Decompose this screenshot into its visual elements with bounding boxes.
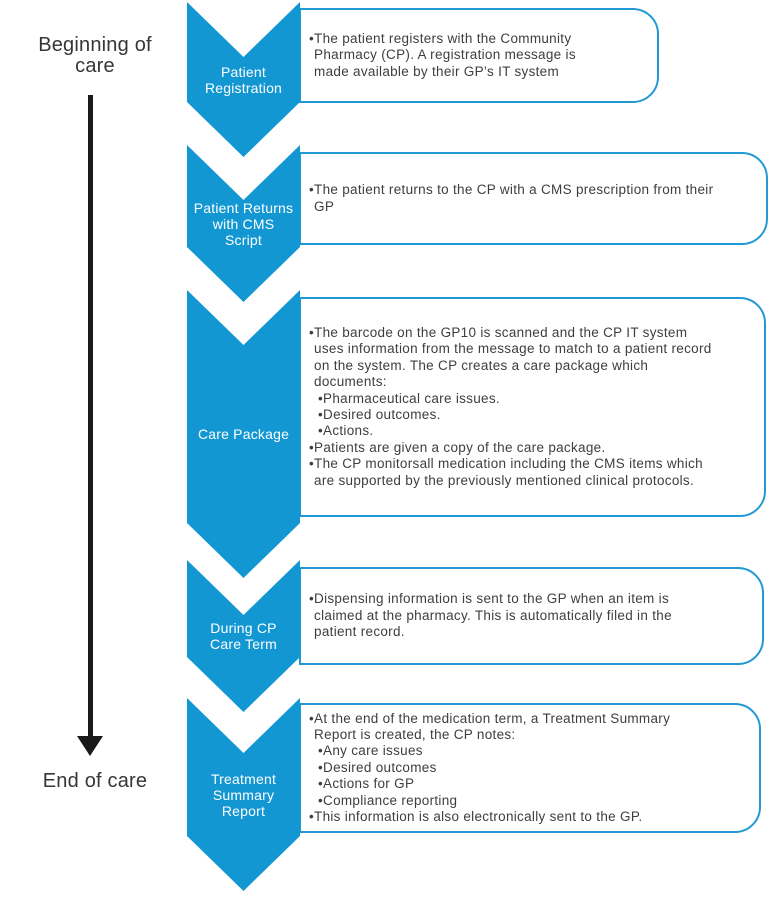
step-label-during-cp-care-term: During CP Care Term — [187, 560, 300, 712]
step-label-line: Patient — [221, 63, 266, 80]
bullet-icon: • — [318, 743, 324, 759]
bullet-item: •This information is also electronically… — [309, 809, 643, 825]
bullet-icon: • — [318, 776, 324, 792]
down-arrow-icon — [77, 736, 103, 756]
step-detail-box-patient-registration: •The patient registers with the Communit… — [299, 8, 659, 103]
step-label-line: Treatment — [210, 770, 277, 787]
bullet-icon: • — [309, 30, 315, 46]
bullet-icon: • — [309, 324, 315, 340]
step-label-line: with CMS — [212, 215, 275, 232]
beginning-of-care-label: Beginning of care — [38, 34, 152, 77]
step-detail-box-treatment-summary-report: •At the end of the medication term, a Tr… — [299, 703, 761, 833]
bullet-item: •Actions for GP — [318, 776, 415, 792]
bullet-item: •Any care issues — [318, 743, 423, 759]
bullet-item: •The patient returns to the CP with a CM… — [309, 182, 714, 214]
bullet-item: •Pharmaceutical care issues. — [318, 390, 500, 406]
bullet-item: •The barcode on the GP10 is scanned and … — [309, 324, 712, 390]
chevron-shape-treatment-summary-report — [187, 698, 300, 891]
chevron-shape-patient-registration — [187, 2, 300, 157]
bullet-item: •Compliance reporting — [318, 792, 458, 808]
bullet-icon: • — [309, 182, 315, 198]
step-label-patient-returns: Patient Returns with CMS Script — [187, 145, 300, 302]
bullet-icon: • — [318, 390, 324, 406]
step-detail-box-during-cp-care-term: •Dispensing information is sent to the G… — [299, 567, 764, 665]
step-label-patient-registration: Patient Registration — [187, 2, 300, 157]
bullet-item: •At the end of the medication term, a Tr… — [309, 710, 671, 742]
step-label-line: Patient Returns — [193, 199, 294, 216]
step-label-treatment-summary-report: Treatment Summary Report — [187, 698, 300, 891]
step-label-care-package: Care Package — [187, 290, 300, 578]
chevron-shape-care-package — [187, 290, 300, 578]
bullet-item: •The CP monitorsall medication including… — [309, 456, 703, 488]
bullet-item: •Actions. — [318, 423, 374, 439]
chevron-shape-patient-returns — [187, 145, 300, 302]
step-label-line: Script — [225, 231, 262, 248]
step-label-line: Report — [221, 802, 266, 819]
bullet-icon: • — [318, 423, 324, 439]
bullet-icon: • — [318, 407, 324, 422]
timeline-arrow-line — [88, 95, 93, 737]
bullet-icon: • — [309, 591, 315, 607]
bullet-icon: • — [309, 456, 315, 472]
step-label-line: During CP — [210, 620, 277, 636]
bullet-icon: • — [318, 759, 324, 775]
step-detail-box-care-package: •The barcode on the GP10 is scanned and … — [299, 297, 766, 517]
bullet-item: •Desired outcomes. — [318, 407, 441, 422]
bullet-item: •Dispensing information is sent to the G… — [309, 591, 672, 640]
end-of-care-label: End of care — [42, 770, 148, 792]
step-label-line: Care Term — [210, 636, 277, 652]
step-detail-box-patient-returns: •The patient returns to the CP with a CM… — [299, 152, 768, 245]
step-label-line: Registration — [204, 79, 283, 96]
chevron-shape-during-cp-care-term — [187, 560, 300, 712]
bullet-icon: • — [309, 809, 315, 825]
bullet-icon: • — [318, 792, 324, 808]
bullet-icon: • — [309, 439, 315, 455]
bullet-item: •Desired outcomes — [318, 759, 437, 775]
bullet-icon: • — [309, 710, 315, 726]
step-label-line: Care Package — [197, 426, 290, 442]
bullet-item: •The patient registers with the Communit… — [309, 30, 576, 79]
bullet-item: •Patients are given a copy of the care p… — [309, 439, 606, 455]
step-label-line: Summary — [212, 786, 275, 803]
